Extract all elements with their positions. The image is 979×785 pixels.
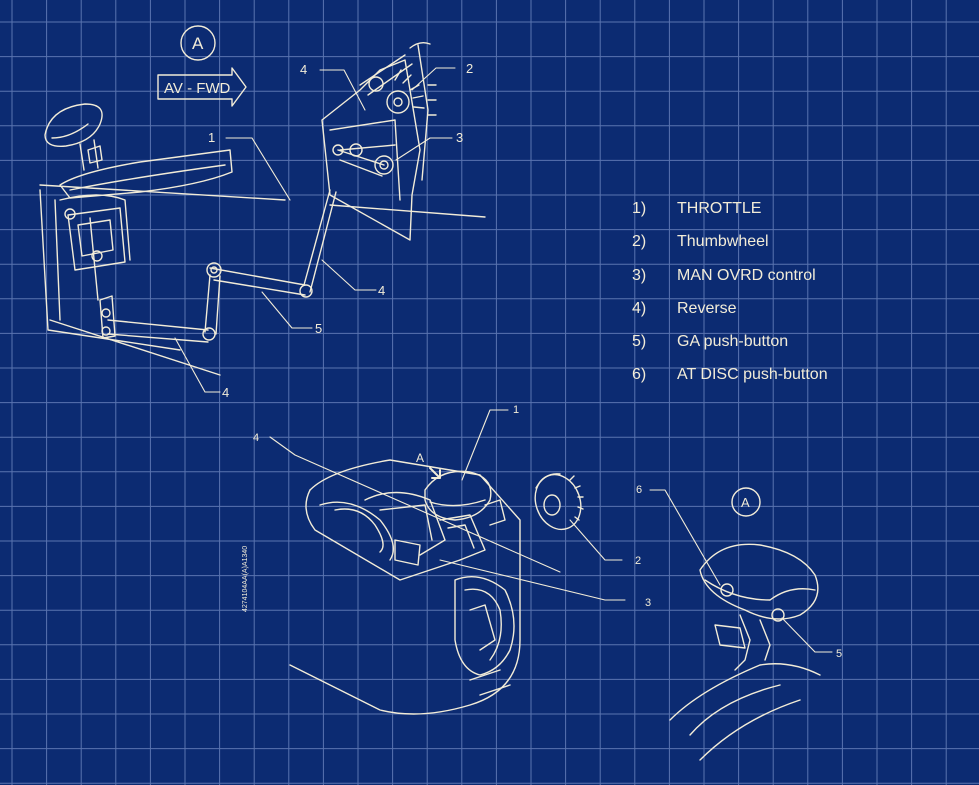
fwd-label: AV - FWD	[164, 80, 231, 97]
legend-item: 1) THROTTLE	[632, 192, 828, 225]
callout-1-bottom: 1	[513, 404, 519, 416]
legend-number: 4)	[632, 299, 647, 317]
legend-item: 4) Reverse	[632, 292, 828, 325]
legend-number: 6)	[632, 366, 647, 384]
legend-label: Thumbwheel	[677, 233, 769, 251]
part-number: 4274104AA(A)A1340	[242, 546, 249, 612]
legend-number: 1)	[632, 200, 647, 217]
legend: 1) THROTTLE 2) Thumbwheel 3) MAN OVRD co…	[632, 192, 828, 392]
callout-2-top: 2	[466, 61, 473, 76]
callout-4-low: 4	[222, 385, 229, 400]
view-marker-circle	[180, 25, 216, 61]
legend-item: 3) MAN OVRD control	[632, 259, 828, 292]
legend-number: 3)	[632, 266, 647, 284]
legend-label: THROTTLE	[677, 200, 762, 217]
throttle-lever	[39, 103, 486, 376]
throttle-knob	[424, 470, 492, 521]
pedestal-view	[269, 409, 626, 715]
legend-label: AT DISC push-button	[677, 366, 828, 384]
leader-lines-top	[174, 67, 456, 393]
detail-marker-label: A	[741, 495, 750, 510]
legend-item: 6) AT DISC push-button	[632, 358, 828, 391]
lever-mechanism-view	[39, 25, 486, 393]
callout-5-top: 5	[315, 321, 322, 336]
legend-label: MAN OVRD control	[677, 266, 816, 284]
callout-4-top: 4	[300, 62, 307, 77]
fwd-arrow	[157, 67, 247, 107]
callout-3-bottom: 3	[645, 597, 651, 609]
legend-item: 2) Thumbwheel	[632, 225, 828, 258]
legend-number: 2)	[632, 233, 647, 251]
view-marker-label: A	[192, 34, 204, 53]
callout-5-bottom: 5	[836, 648, 842, 660]
callout-2-bottom: 2	[635, 555, 641, 567]
callout-6: 6	[636, 484, 642, 496]
callout-4-mid: 4	[378, 283, 385, 298]
legend-label: GA push-button	[677, 333, 789, 351]
callout-1-top: 1	[208, 130, 215, 145]
arrow-a-label: A	[416, 451, 424, 465]
callout-4-bottom: 4	[253, 432, 259, 444]
at-disc-button	[720, 583, 734, 597]
callout-3-top: 3	[456, 130, 463, 145]
thumbwheel-disc	[534, 473, 582, 531]
legend-item: 5) GA push-button	[632, 325, 828, 358]
thumbwheel-mechanism	[321, 41, 437, 241]
grip-detail-view	[649, 487, 833, 761]
legend-label: Reverse	[677, 299, 737, 317]
legend-number: 5)	[632, 333, 647, 351]
detail-marker-circle	[731, 487, 761, 517]
ga-button	[771, 608, 785, 622]
leader-lines-bottom	[269, 409, 626, 601]
